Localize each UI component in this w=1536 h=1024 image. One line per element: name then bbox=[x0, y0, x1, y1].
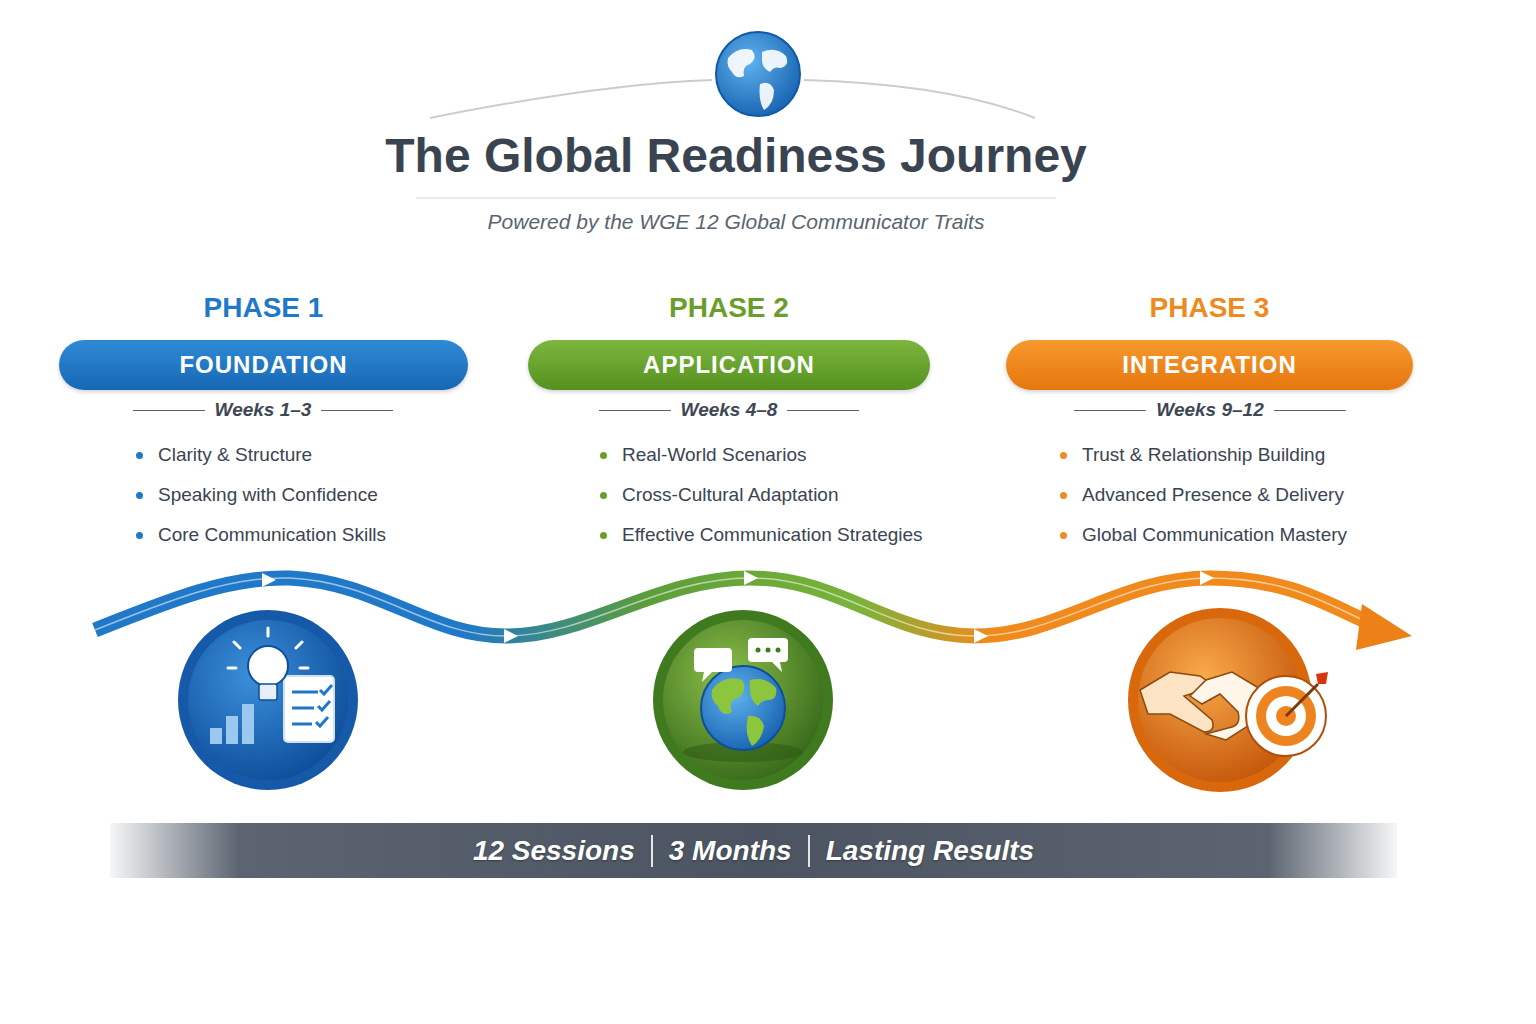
title-rule bbox=[416, 197, 1056, 199]
bullet-dot bbox=[136, 452, 143, 459]
phase-name: FOUNDATION bbox=[179, 351, 347, 379]
phase-heading: PHASE 1 bbox=[59, 292, 468, 324]
subtitle-text: Powered by the WGE 12 Global Communicato… bbox=[488, 210, 985, 233]
summary-item: Lasting Results bbox=[808, 835, 1050, 867]
continent bbox=[712, 678, 745, 714]
bullet-text: Clarity & Structure bbox=[158, 444, 312, 466]
bullet-item: Real-World Scenarios bbox=[600, 444, 806, 466]
weeks-text: Weeks 4–8 bbox=[681, 399, 778, 421]
summary-band: 12 Sessions3 MonthsLasting Results bbox=[110, 823, 1397, 878]
rule-line bbox=[1074, 410, 1146, 411]
icon-ring bbox=[653, 610, 833, 790]
arrow-head bbox=[1356, 604, 1412, 650]
bullet-dot bbox=[600, 492, 607, 499]
bullet-dot bbox=[136, 532, 143, 539]
bullet-item: Speaking with Confidence bbox=[136, 484, 378, 506]
rule-line bbox=[599, 410, 671, 411]
bullet-text: Core Communication Skills bbox=[158, 524, 386, 546]
checklist bbox=[284, 676, 334, 742]
bullet-text: Effective Communication Strategies bbox=[622, 524, 923, 546]
bullet-text: Cross-Cultural Adaptation bbox=[622, 484, 839, 506]
summary-item: 3 Months bbox=[651, 835, 808, 867]
bullet-item: Effective Communication Strategies bbox=[600, 524, 923, 546]
weeks-row: Weeks 1–3 bbox=[93, 399, 433, 421]
icon-ring bbox=[178, 610, 358, 790]
diagram-title: The Global Readiness Journey bbox=[0, 128, 1472, 183]
bullet-item: Trust & Relationship Building bbox=[1060, 444, 1325, 466]
dart bbox=[1286, 684, 1318, 716]
phase-pill: PHASE 3INTEGRATION bbox=[1006, 340, 1413, 390]
weeks-row: Weeks 9–12 bbox=[1040, 399, 1380, 421]
bullet-text: Real-World Scenarios bbox=[622, 444, 806, 466]
globe bbox=[701, 666, 785, 750]
phase-heading: PHASE 2 bbox=[528, 292, 930, 324]
arc-line bbox=[430, 80, 712, 118]
icon-disc bbox=[188, 620, 348, 780]
phase-name: INTEGRATION bbox=[1122, 351, 1297, 379]
rule-line bbox=[321, 410, 393, 411]
phase-pill: PHASE 2APPLICATION bbox=[528, 340, 930, 390]
bullet-text: Trust & Relationship Building bbox=[1082, 444, 1325, 466]
target bbox=[1246, 676, 1326, 756]
phase-name: APPLICATION bbox=[643, 351, 815, 379]
bulb-base bbox=[259, 684, 277, 700]
subtitle-label: Powered by the WGE 12 Global Communicato… bbox=[236, 210, 1236, 234]
bullet-item: Clarity & Structure bbox=[136, 444, 312, 466]
bulb-rays bbox=[228, 628, 308, 668]
rule-line bbox=[1274, 410, 1346, 411]
bullet-item: Global Communication Mastery bbox=[1060, 524, 1347, 546]
phase-pill: PHASE 1FOUNDATION bbox=[59, 340, 468, 390]
icon-ring bbox=[1128, 608, 1312, 792]
arc-line bbox=[804, 80, 1035, 118]
continent bbox=[750, 679, 777, 706]
application-icon bbox=[653, 610, 833, 790]
rule-line bbox=[133, 410, 205, 411]
weeks-text: Weeks 1–3 bbox=[215, 399, 312, 421]
bullet-dot bbox=[1060, 452, 1067, 459]
bullet-text: Global Communication Mastery bbox=[1082, 524, 1347, 546]
bulb bbox=[248, 646, 288, 686]
bullet-dot bbox=[1060, 532, 1067, 539]
bullet-item: Core Communication Skills bbox=[136, 524, 386, 546]
bullet-text: Speaking with Confidence bbox=[158, 484, 378, 506]
summary-item: 12 Sessions bbox=[457, 835, 651, 867]
bar bbox=[242, 704, 254, 744]
phase-heading: PHASE 3 bbox=[1006, 292, 1413, 324]
globe-icon bbox=[716, 32, 800, 116]
speech-bubble bbox=[748, 638, 788, 662]
integration-icon bbox=[1128, 608, 1328, 792]
foundation-icon bbox=[178, 610, 358, 790]
bullet-item: Advanced Presence & Delivery bbox=[1060, 484, 1344, 506]
bullet-dot bbox=[600, 532, 607, 539]
bullet-dot bbox=[600, 452, 607, 459]
continent bbox=[747, 716, 764, 746]
bullet-dot bbox=[1060, 492, 1067, 499]
bullet-dot bbox=[136, 492, 143, 499]
weeks-row: Weeks 4–8 bbox=[559, 399, 899, 421]
checks bbox=[292, 685, 332, 726]
continent bbox=[762, 50, 787, 72]
bar bbox=[226, 716, 238, 744]
continent bbox=[728, 49, 755, 77]
icon-disc bbox=[663, 620, 823, 780]
continent bbox=[760, 83, 775, 110]
bar bbox=[210, 728, 222, 744]
bullet-item: Cross-Cultural Adaptation bbox=[600, 484, 839, 506]
speech-bubble bbox=[694, 648, 732, 672]
bullet-text: Advanced Presence & Delivery bbox=[1082, 484, 1344, 506]
weeks-text: Weeks 9–12 bbox=[1156, 399, 1263, 421]
rule-line bbox=[787, 410, 859, 411]
